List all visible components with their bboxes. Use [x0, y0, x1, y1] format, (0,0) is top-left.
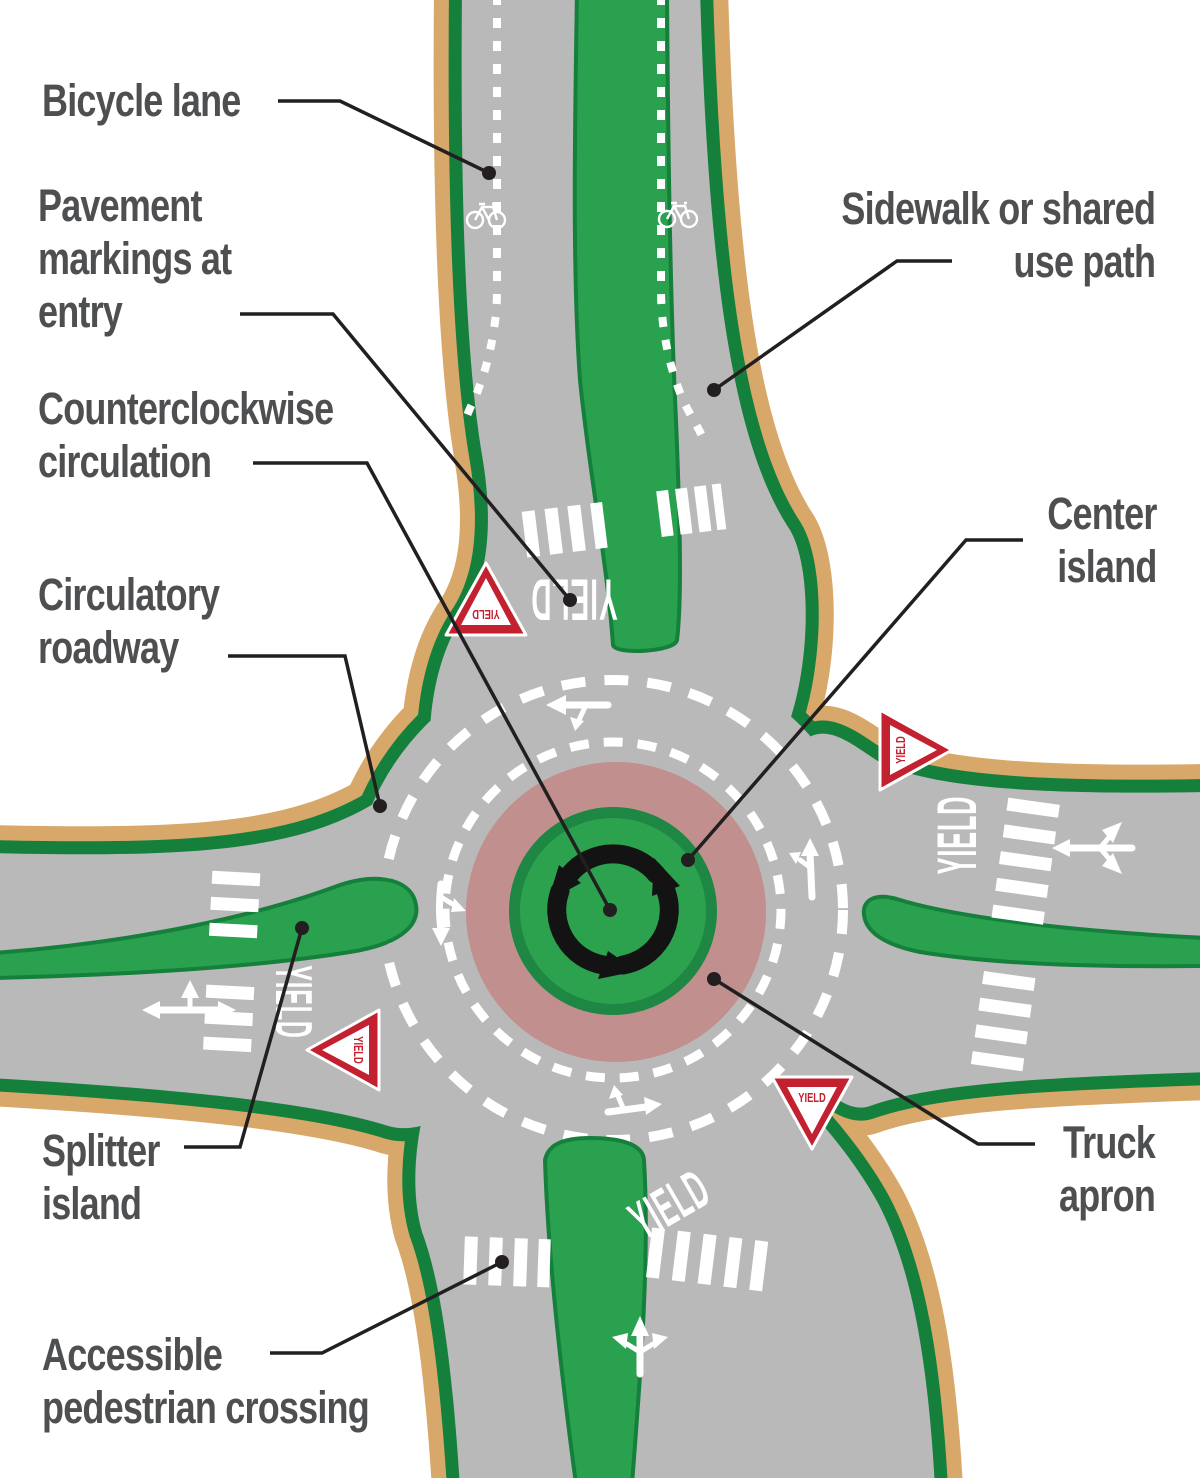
svg-text:YIELD: YIELD: [895, 736, 909, 764]
yield-sign-icon: YIELD: [770, 1075, 854, 1151]
leader-dots: [295, 166, 721, 1269]
bicycle-lane-dotted-line: [460, 0, 707, 440]
callout-accessible-pedestrian-crossing: Accessible pedestrian crossing: [42, 1329, 370, 1433]
callout-sidewalk-shared-use-path: Sidewalk or shared use path: [841, 183, 1156, 287]
pedestrian-crossing-south: [463, 1227, 769, 1292]
callout-splitter-island: Splitter island: [42, 1125, 160, 1229]
pedestrian-crossing-west: [203, 870, 261, 1053]
inner-dashed-circle-marking: [440, 737, 786, 1083]
road-south: [415, 910, 935, 1478]
counterclockwise-arrows-icon: [547, 844, 680, 979]
pedestrian-crossing-east: [970, 797, 1060, 1072]
callout-counterclockwise-circulation: Counterclockwise circulation: [38, 383, 334, 487]
yield-signs: YIELD YIELD YIELD YIELD: [305, 561, 954, 1151]
leader-lines: [184, 99, 1035, 1355]
callout-bicycle-lane: Bicycle lane: [42, 75, 241, 126]
splitter-island-east: [861, 894, 1200, 969]
svg-text:YIELD: YIELD: [351, 1036, 365, 1064]
svg-text:YIELD: YIELD: [472, 607, 500, 621]
callout-center-island: Center island: [1047, 488, 1158, 592]
callout-pavement-markings-at-entry: Pavement markings at entry: [38, 180, 232, 337]
svg-text:YIELD: YIELD: [798, 1092, 826, 1106]
bicycle-icon: [465, 201, 699, 230]
callout-circulatory-roadway: Circulatory roadway: [38, 569, 220, 673]
splitter-island-west: [0, 876, 419, 980]
yield-sign-icon: YIELD: [444, 561, 528, 637]
median-north: [572, 0, 682, 654]
callout-truck-apron: Truck apron: [1058, 1117, 1156, 1221]
svg-text:YIELD: YIELD: [927, 796, 989, 875]
yield-sign-icon: YIELD: [305, 1008, 381, 1092]
lane-arrow-markings: [142, 695, 1136, 1378]
yield-sign-icon: YIELD: [878, 708, 954, 792]
